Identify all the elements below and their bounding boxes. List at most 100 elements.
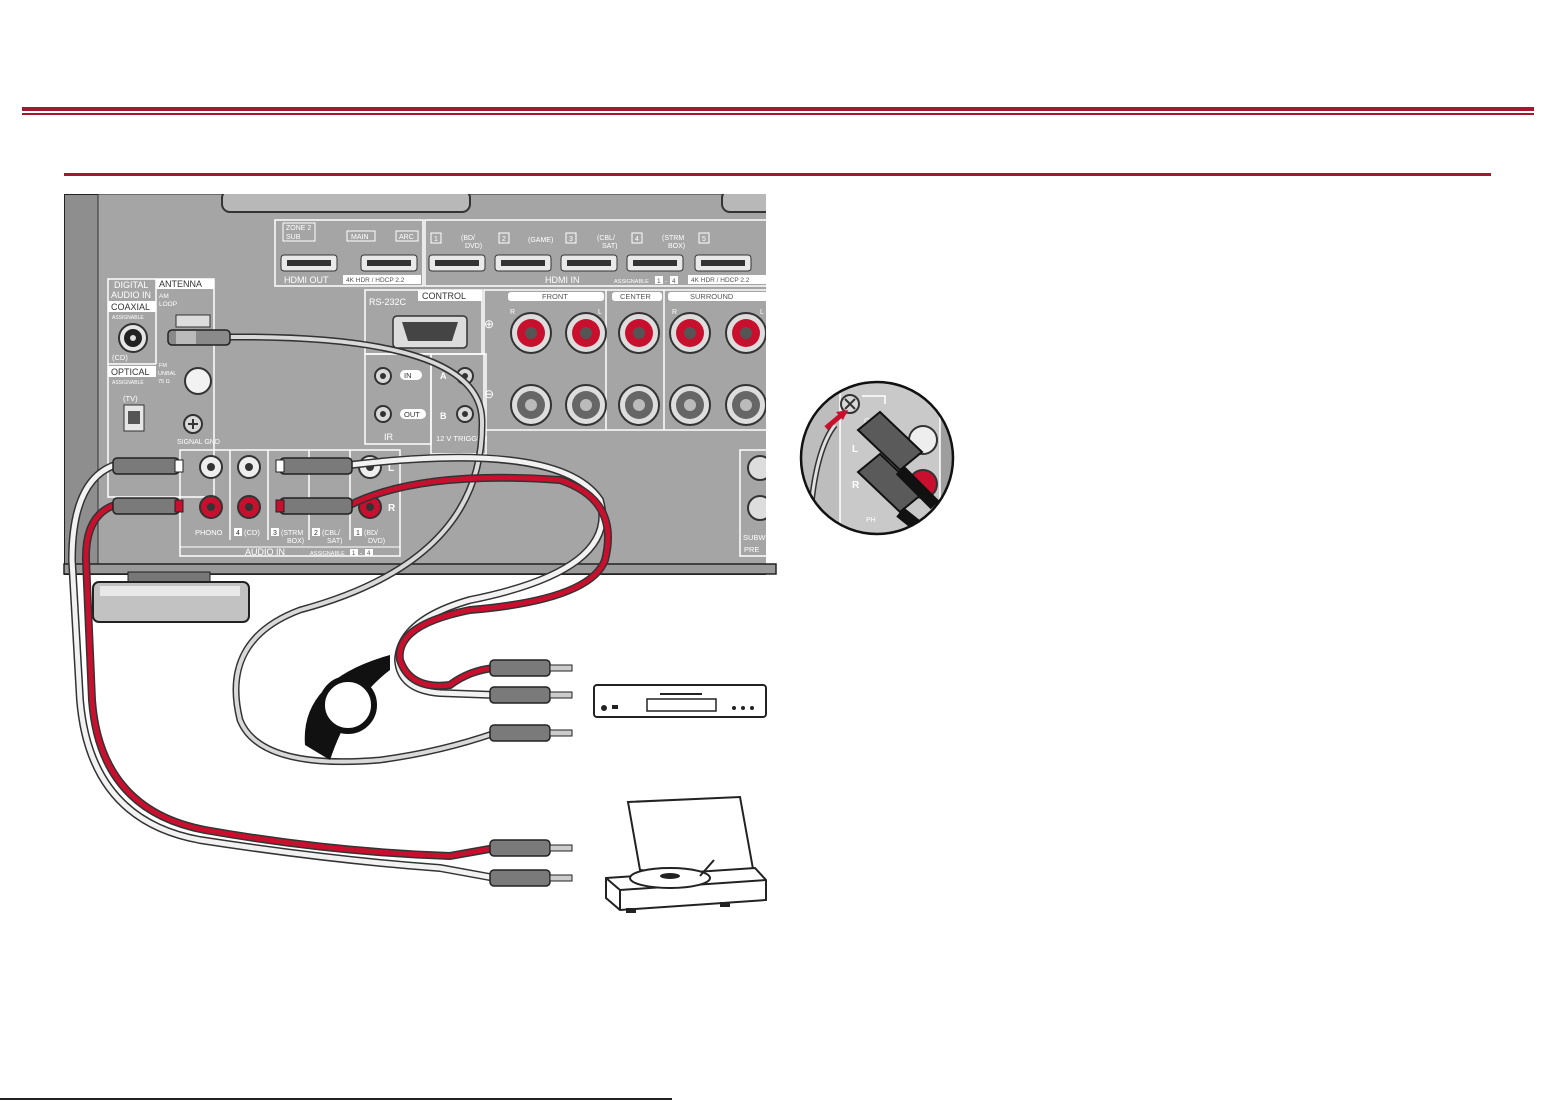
main-label: MAIN bbox=[351, 234, 369, 241]
svg-text:75 Ω: 75 Ω bbox=[158, 379, 170, 385]
svg-text:AUDIO IN: AUDIO IN bbox=[111, 290, 151, 300]
svg-text:(GAME): (GAME) bbox=[528, 237, 553, 244]
svg-text:DIGITAL: DIGITAL bbox=[114, 280, 148, 290]
speaker-terminals: FRONT CENTER SURROUND R L R L ⊕ ⊖ bbox=[483, 289, 766, 431]
svg-text:PHONO: PHONO bbox=[195, 528, 223, 537]
svg-text:R: R bbox=[672, 309, 677, 316]
svg-text:SUBW: SUBW bbox=[743, 533, 766, 542]
cd-player bbox=[593, 684, 767, 718]
svg-text:4K HDR / HDCP 2.2: 4K HDR / HDCP 2.2 bbox=[691, 277, 750, 284]
svg-text:FM: FM bbox=[159, 363, 167, 369]
svg-text:4: 4 bbox=[635, 236, 639, 243]
hdmi-out-spec: 4K HDR / HDCP 2.2 bbox=[346, 277, 405, 284]
svg-text:CONTROL: CONTROL bbox=[422, 291, 466, 301]
svg-text:RS-232C: RS-232C bbox=[369, 297, 407, 307]
svg-text:3: 3 bbox=[273, 530, 277, 537]
svg-text:L: L bbox=[760, 309, 764, 316]
svg-text:(CBL/: (CBL/ bbox=[597, 235, 615, 242]
svg-text:4: 4 bbox=[236, 530, 240, 537]
hdmi-out-block: ZONE 2 SUB MAIN ARC HDMI OUT 4K HDR / HD… bbox=[274, 219, 424, 287]
digital-antenna-block: DIGITAL AUDIO IN COAXIAL ASSIGNABLE (CD)… bbox=[107, 278, 220, 498]
panel-bottom-edge bbox=[63, 563, 777, 575]
svg-text:2: 2 bbox=[502, 236, 506, 243]
svg-text:L: L bbox=[598, 309, 602, 316]
svg-text:L: L bbox=[852, 444, 858, 455]
signal-gnd-label: SIGNAL GND bbox=[177, 439, 220, 446]
svg-text:5: 5 bbox=[702, 236, 706, 243]
svg-text:(CD): (CD) bbox=[112, 353, 128, 362]
svg-text:A: A bbox=[440, 371, 447, 381]
svg-text:PH: PH bbox=[866, 517, 876, 524]
svg-text:DVD): DVD) bbox=[465, 243, 482, 250]
svg-text:12 V TRIGGER: 12 V TRIGGER bbox=[436, 434, 488, 443]
svg-text:(CD): (CD) bbox=[244, 528, 260, 537]
svg-text:UNBAL: UNBAL bbox=[158, 371, 176, 377]
svg-text:-: - bbox=[665, 278, 667, 285]
svg-text:⊖: ⊖ bbox=[484, 387, 494, 401]
section-rule bbox=[64, 173, 1491, 176]
turntable bbox=[605, 795, 767, 913]
svg-text:1: 1 bbox=[356, 530, 360, 537]
svg-text:(STRM: (STRM bbox=[281, 530, 303, 537]
svg-text:ASSIGNABLE: ASSIGNABLE bbox=[112, 315, 144, 321]
audio-in-label: AUDIO IN bbox=[245, 547, 285, 557]
svg-text:(BD/: (BD/ bbox=[461, 235, 475, 242]
svg-text:(CBL/: (CBL/ bbox=[322, 530, 340, 537]
svg-text:R: R bbox=[510, 309, 515, 316]
svg-text:LOOP: LOOP bbox=[159, 301, 177, 308]
svg-text:IN: IN bbox=[404, 371, 412, 380]
svg-text:SAT): SAT) bbox=[602, 243, 617, 250]
svg-text:(STRM: (STRM bbox=[662, 235, 684, 242]
pre-out-block: SUBW PRE bbox=[739, 449, 766, 557]
svg-text:R: R bbox=[852, 480, 860, 491]
svg-text:ASSIGNABLE: ASSIGNABLE bbox=[310, 551, 345, 557]
svg-text:4: 4 bbox=[672, 278, 676, 285]
svg-text:1: 1 bbox=[434, 236, 438, 243]
hdmi-in-label: HDMI IN bbox=[545, 275, 580, 285]
cables bbox=[67, 333, 612, 882]
ground-detail-inset: GND L R PH bbox=[799, 380, 955, 536]
svg-text:⊕: ⊕ bbox=[484, 317, 494, 331]
svg-text:BOX): BOX) bbox=[287, 538, 304, 545]
hdmi-out-label: HDMI OUT bbox=[284, 275, 329, 285]
receiver-rear-panel: ZONE 2 SUB MAIN ARC HDMI OUT 4K HDR / HD… bbox=[64, 194, 766, 575]
svg-text:OUT: OUT bbox=[404, 410, 420, 419]
svg-text:ASSIGNABLE: ASSIGNABLE bbox=[112, 380, 144, 386]
panel-plugs bbox=[112, 329, 353, 515]
svg-text:BOX): BOX) bbox=[668, 243, 685, 250]
svg-text:L: L bbox=[388, 463, 394, 474]
svg-text:(BD/: (BD/ bbox=[364, 530, 378, 537]
svg-text:AM: AM bbox=[159, 293, 169, 300]
svg-text:CENTER: CENTER bbox=[620, 292, 651, 301]
svg-text:OPTICAL: OPTICAL bbox=[111, 367, 150, 377]
svg-text:ANTENNA: ANTENNA bbox=[159, 279, 202, 289]
zone2-label: ZONE 2 bbox=[286, 225, 311, 232]
svg-text:PRE: PRE bbox=[744, 545, 759, 554]
svg-text:2: 2 bbox=[314, 530, 318, 537]
svg-text:1: 1 bbox=[657, 278, 661, 285]
hdmi-in-block: 1 (BD/ DVD) 2 (GAME) 3 (CBL/ SAT) 4 (STR… bbox=[424, 219, 766, 287]
sub-label: SUB bbox=[286, 234, 301, 241]
svg-text:DVD): DVD) bbox=[368, 538, 385, 545]
header-rule bbox=[22, 107, 1534, 111]
header-rule-thin bbox=[22, 113, 1534, 115]
svg-text:B: B bbox=[440, 411, 447, 421]
svg-text:(TV): (TV) bbox=[123, 394, 138, 403]
svg-text:3: 3 bbox=[569, 236, 573, 243]
svg-text:FRONT: FRONT bbox=[542, 292, 568, 301]
control-block: CONTROL RS-232C IN A OUT B IR 12 V TRIGG… bbox=[364, 289, 488, 455]
svg-text:1: 1 bbox=[352, 551, 356, 557]
svg-text:4: 4 bbox=[367, 551, 371, 557]
footer-rule bbox=[0, 1098, 672, 1100]
svg-text:SURROUND: SURROUND bbox=[690, 292, 734, 301]
svg-text:IR: IR bbox=[384, 432, 394, 442]
arc-label: ARC bbox=[399, 234, 414, 241]
receiver-foot bbox=[92, 571, 250, 623]
device-plugs bbox=[489, 659, 573, 887]
svg-text:-: - bbox=[360, 551, 362, 557]
svg-text:SAT): SAT) bbox=[327, 538, 342, 545]
svg-text:ASSIGNABLE: ASSIGNABLE bbox=[614, 279, 649, 285]
svg-text:COAXIAL: COAXIAL bbox=[111, 302, 150, 312]
cable-break-symbol bbox=[304, 655, 390, 760]
